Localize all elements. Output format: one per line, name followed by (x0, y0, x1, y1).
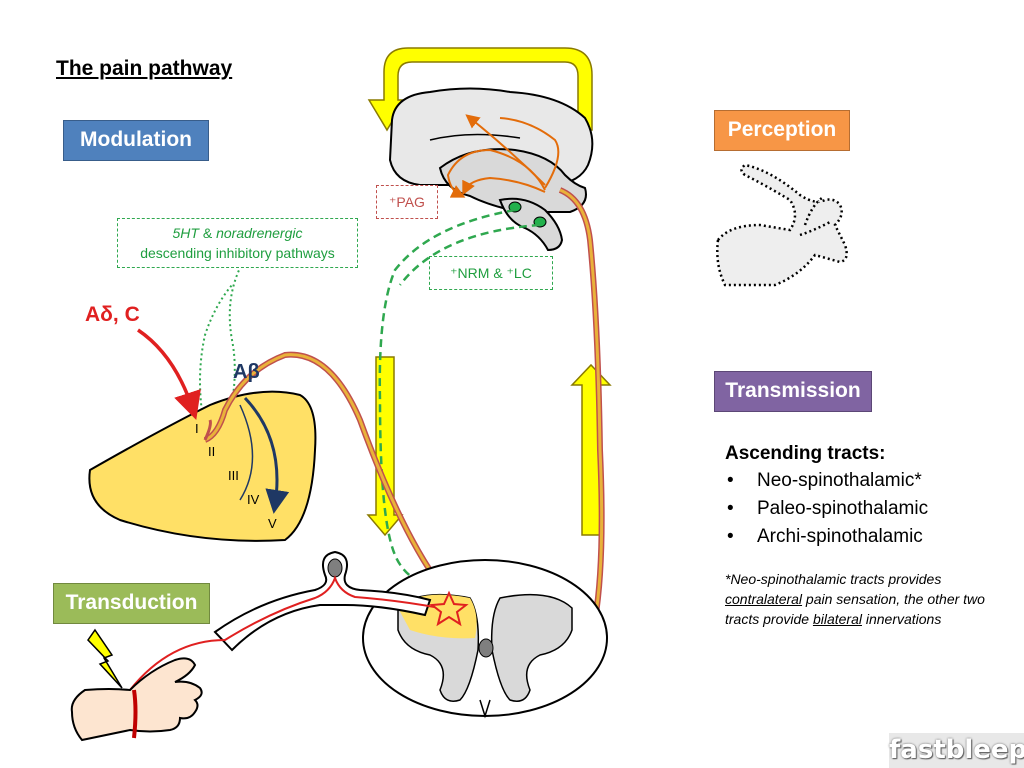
pag-label: ⁺PAG (376, 185, 438, 219)
hand-perception-icon (716, 163, 848, 287)
descending-inhibitory-path (378, 208, 516, 598)
a-beta-label: Aβ (233, 361, 260, 383)
ascending-tracts-heading: Ascending tracts: (725, 443, 886, 464)
tract-item: •Paleo-spinothalamic (727, 498, 929, 519)
tract-item: •Neo-spinothalamic* (727, 470, 922, 491)
lamina-2: II (208, 444, 216, 459)
descending-arrow (366, 356, 404, 537)
hand-transduction-icon (70, 628, 203, 742)
page-title: The pain pathway (56, 57, 233, 80)
fastbleep-logo: fastbleep)) (889, 733, 1024, 768)
tract-item: •Archi-spinothalamic (727, 526, 923, 547)
lamina-5: V (268, 516, 277, 531)
a-beta-arrow (243, 396, 290, 514)
lamina-3: III (228, 468, 239, 483)
lamina-1: I (195, 421, 199, 436)
brain-icon (388, 87, 594, 252)
modulation-label: Modulation (63, 120, 209, 161)
ascending-arrow (570, 363, 612, 536)
perception-label: Perception (714, 110, 850, 151)
spinal-cord-icon (362, 559, 608, 719)
nrm-lc-label: ⁺NRM & ⁺LC (429, 256, 553, 290)
footnote: *Neo-spinothalamic tracts provides contr… (725, 571, 985, 627)
a-delta-c-label: Aδ, C (85, 303, 140, 326)
lightning-icon (87, 628, 123, 689)
dorsal-root-ganglion-icon (129, 550, 441, 691)
descending-pathways-label: 5HT & noradrenergic descending inhibitor… (117, 218, 358, 268)
transduction-label: Transduction (53, 583, 210, 624)
transmission-label: Transmission (714, 371, 872, 412)
synapse-star-icon (429, 590, 469, 627)
lamina-4: IV (247, 492, 260, 507)
dorsal-horn (88, 390, 317, 542)
a-delta-c-arrow (137, 328, 201, 420)
